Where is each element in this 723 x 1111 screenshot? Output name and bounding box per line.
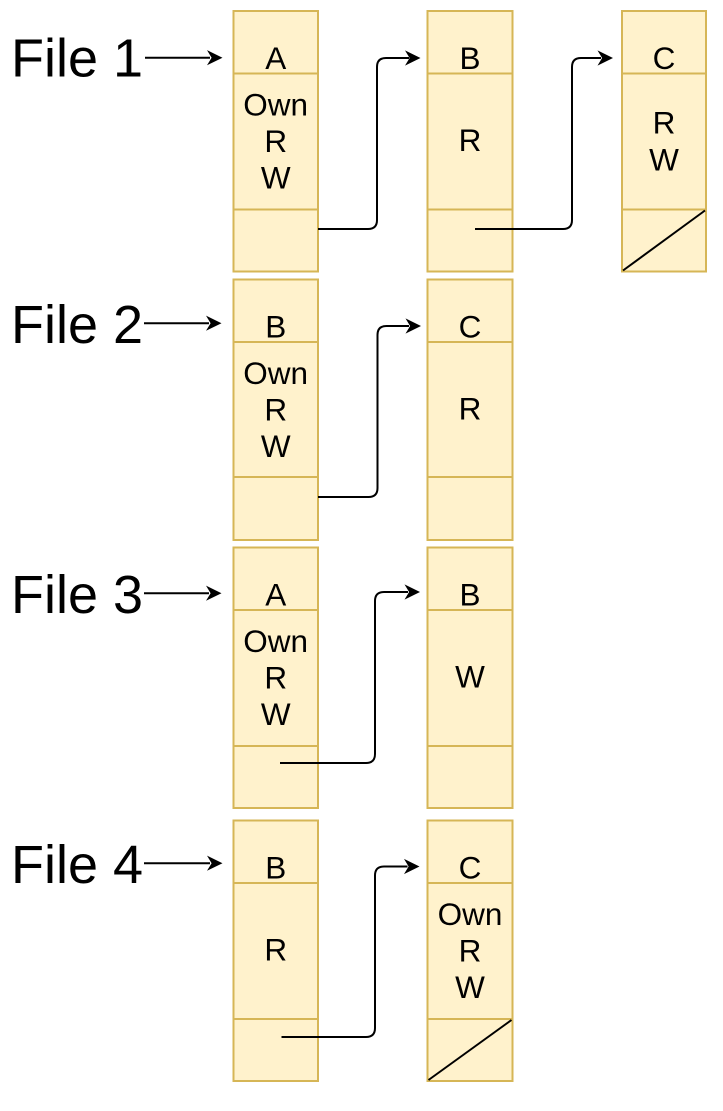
svg-text:A: A (265, 577, 286, 613)
svg-text:Own: Own (243, 87, 308, 123)
svg-text:R: R (459, 933, 482, 969)
svg-text:R: R (459, 122, 482, 158)
svg-text:File 3: File 3 (11, 565, 143, 625)
svg-text:R: R (264, 123, 287, 159)
svg-text:File 4: File 4 (11, 835, 143, 895)
svg-text:W: W (455, 659, 485, 695)
svg-text:Own: Own (243, 623, 308, 659)
svg-text:C: C (459, 850, 482, 886)
svg-text:W: W (649, 142, 679, 178)
svg-text:R: R (653, 105, 676, 141)
svg-text:R: R (264, 660, 287, 696)
svg-text:File 2: File 2 (11, 295, 143, 355)
svg-text:W: W (261, 428, 291, 464)
svg-text:A: A (265, 40, 286, 76)
svg-text:File 1: File 1 (11, 29, 143, 89)
svg-text:B: B (265, 850, 286, 886)
svg-text:R: R (264, 392, 287, 428)
svg-text:B: B (459, 577, 480, 613)
svg-text:W: W (455, 969, 485, 1005)
svg-text:B: B (459, 40, 480, 76)
svg-text:Own: Own (438, 896, 503, 932)
svg-text:Own: Own (243, 355, 308, 391)
svg-text:W: W (261, 696, 291, 732)
svg-text:R: R (459, 391, 482, 427)
svg-text:C: C (459, 309, 482, 345)
svg-text:C: C (653, 40, 676, 76)
svg-text:R: R (264, 932, 287, 968)
svg-text:B: B (265, 309, 286, 345)
svg-text:W: W (261, 160, 291, 196)
